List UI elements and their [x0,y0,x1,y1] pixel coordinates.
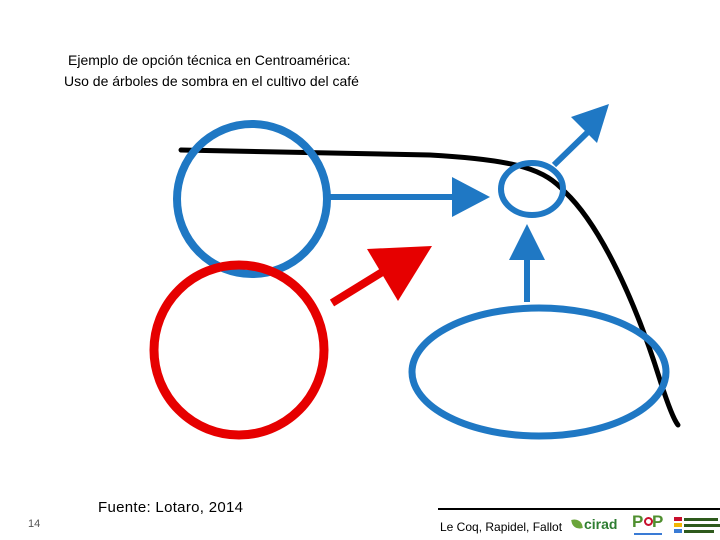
pcp-logo: P P [632,512,668,540]
authors: Le Coq, Rapidel, Fallot [440,520,563,534]
arrow-diagonal-red [329,246,432,307]
arrow-up [509,224,545,302]
source-citation: Fuente: Lotaro, 2014 [98,499,244,516]
leaf-icon [571,518,583,530]
slide-number: 14 [28,518,41,530]
title-line-2: Uso de árboles de sombra en el cultivo d… [64,73,359,89]
red-circle [149,260,329,440]
frontier-curve [178,147,681,428]
blue-ellipse-small [498,160,566,218]
arrow-diagonal-blue [551,104,609,168]
title-line-1: Ejemplo de opción técnica en Centroaméri… [68,52,351,68]
footer-divider [438,508,720,510]
slide-title: Ejemplo de opción técnica en Centroaméri… [64,50,404,92]
blue-circle-large [173,120,331,278]
cirad-logo: cirad [570,516,628,538]
blue-ellipse-large [408,304,670,440]
secretariat-logo [674,515,720,539]
partner-logos: cirad P P [570,512,720,540]
cirad-logo-text: cirad [584,516,618,532]
arrow-right [327,177,490,217]
